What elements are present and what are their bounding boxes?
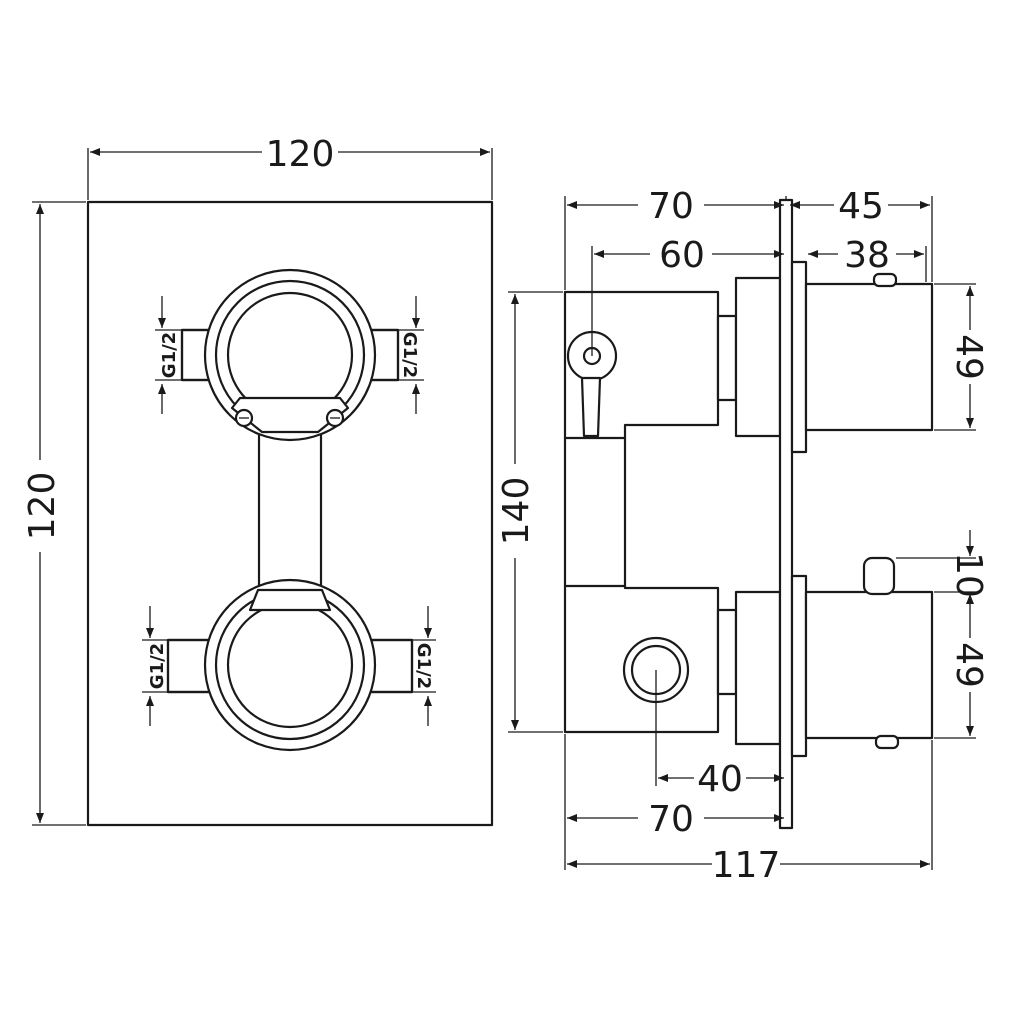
- port-label: G1/2: [147, 643, 168, 689]
- bottom-depth-label: 70: [648, 799, 694, 840]
- port-bottom-left: G1/2: [142, 606, 168, 726]
- top-knob-label: 49: [948, 334, 989, 380]
- port-bottom-right: G1/2: [412, 606, 436, 726]
- top-knob: [804, 282, 934, 432]
- dim-outlet-depth: 40: [655, 670, 784, 800]
- screw-icon: [325, 408, 345, 428]
- dim-bottom-depth: 70: [564, 734, 784, 870]
- dim-top-knob: 49: [934, 283, 989, 431]
- front-view: 120 120: [22, 134, 494, 827]
- bottom-valve-body: [166, 578, 414, 752]
- port-top-left: G1/2: [155, 296, 182, 414]
- dim-handle-depth: 45: [790, 186, 933, 282]
- port-top-right: G1/2: [398, 296, 424, 414]
- front-height-label: 120: [22, 472, 63, 541]
- inner-depth-label: 60: [659, 235, 705, 276]
- total-depth-label: 117: [712, 845, 781, 886]
- dim-lever: 10: [896, 530, 989, 598]
- side-cover-plate: [778, 198, 794, 830]
- top-valve-body: [180, 268, 400, 442]
- port-label: G1/2: [399, 332, 420, 378]
- handle-depth-label: 45: [838, 186, 884, 227]
- dim-top-depth: 70: [564, 186, 787, 290]
- lever-label: 10: [948, 552, 989, 598]
- screw-icon: [234, 408, 254, 428]
- front-height-dimension: 120: [22, 201, 86, 826]
- dim-total-depth: 117: [567, 740, 933, 886]
- side-height-label: 140: [496, 477, 537, 546]
- bottom-knob-label: 49: [948, 642, 989, 688]
- port-label: G1/2: [413, 643, 434, 689]
- front-width-label: 120: [266, 134, 335, 175]
- dim-handle-inner: 38: [808, 235, 927, 282]
- top-depth-label: 70: [648, 186, 694, 227]
- dim-side-height: 140: [496, 291, 563, 733]
- port-label: G1/2: [159, 332, 180, 378]
- outlet-depth-label: 40: [697, 759, 743, 800]
- bottom-knob: [804, 590, 934, 740]
- front-width-dimension: 120: [87, 134, 493, 200]
- side-view: 70 45 60 38 140: [496, 186, 989, 886]
- handle-inner-label: 38: [844, 235, 890, 276]
- dim-bottom-knob: 49: [934, 594, 989, 739]
- dim-inner-depth: 60: [591, 235, 784, 356]
- cover-plate: [86, 200, 494, 827]
